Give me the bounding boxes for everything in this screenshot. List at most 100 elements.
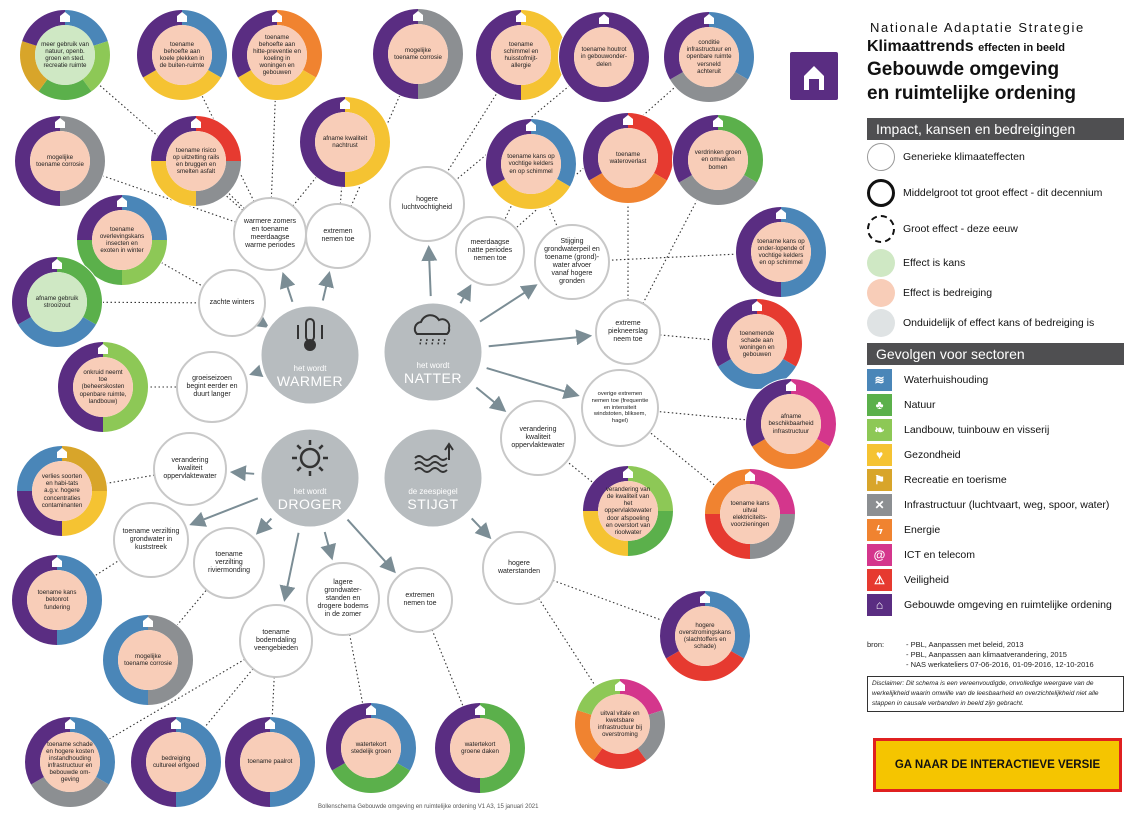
effect-circle[interactable] xyxy=(130,716,222,808)
effect-circle[interactable] xyxy=(582,465,674,557)
effect-circle[interactable] xyxy=(663,11,755,103)
effect-circle[interactable] xyxy=(574,678,666,770)
effect-circle[interactable] xyxy=(582,112,674,204)
climate-trend-circle[interactable] xyxy=(381,426,485,530)
generic-effect-circle[interactable] xyxy=(193,527,265,599)
effect-circle[interactable] xyxy=(735,206,827,298)
generic-effect-circle[interactable] xyxy=(113,502,189,578)
sector-legend-item: ≋Waterhuishouding xyxy=(867,368,988,392)
generic-effect-circle[interactable] xyxy=(153,432,227,506)
effect-circle[interactable] xyxy=(659,590,751,682)
effect-circle[interactable] xyxy=(434,702,526,794)
effect-circle[interactable] xyxy=(485,118,577,210)
generic-effect-circle[interactable] xyxy=(500,400,576,476)
sector-ring-segment xyxy=(196,161,241,206)
sector-ring-segment xyxy=(176,717,221,807)
effect-label: toename houtrot in gebouwonder-delen xyxy=(580,46,628,68)
effect-circle[interactable] xyxy=(372,8,464,100)
generic-effect-label: verandering kwaliteit oppervlaktewater xyxy=(163,456,217,481)
sector-ring-segment xyxy=(77,240,122,285)
effect-circle[interactable] xyxy=(325,702,417,794)
house-icon xyxy=(55,118,65,128)
effect-circle[interactable] xyxy=(475,9,567,101)
effect-circle[interactable] xyxy=(102,614,194,706)
effect-circle[interactable] xyxy=(704,468,796,560)
generic-effect-circle[interactable] xyxy=(389,166,465,242)
effect-circle[interactable] xyxy=(136,9,228,101)
effect-core xyxy=(598,128,658,188)
trend-arrow xyxy=(251,312,270,328)
effect-circle[interactable] xyxy=(11,256,103,348)
effect-circle[interactable] xyxy=(711,298,803,390)
effect-circle[interactable] xyxy=(57,341,149,433)
generic-effect-label: zachte winters xyxy=(209,298,255,306)
trend-arrow xyxy=(255,517,273,535)
climate-trend-circle[interactable] xyxy=(258,426,362,530)
sector-label: Energie xyxy=(904,524,941,536)
thick-circle-icon xyxy=(867,179,895,207)
trend-title: NATTER xyxy=(404,369,462,386)
effect-circle[interactable] xyxy=(224,716,316,808)
legend-large-label: Groot effect - deze eeuw xyxy=(903,223,1018,235)
effect-label: afname kwaliteit nachtrust xyxy=(322,134,368,149)
climate-trend-circle[interactable] xyxy=(258,303,362,407)
effect-circle[interactable] xyxy=(11,554,103,646)
generic-effect-circle[interactable] xyxy=(534,224,610,300)
generic-effect-circle[interactable] xyxy=(455,216,525,286)
effect-circle[interactable] xyxy=(231,9,323,101)
effect-circle[interactable] xyxy=(14,115,106,207)
sector-legend-item: ♣Natuur xyxy=(867,393,936,417)
legend-bedreiging: Effect is bedreiging xyxy=(867,278,992,308)
generic-effect-label: extremen nemen toe xyxy=(403,591,437,607)
effect-circle[interactable] xyxy=(19,9,111,101)
effect-circle[interactable] xyxy=(558,11,650,103)
legend-generic-label: Generieke klimaateffecten xyxy=(903,151,1025,163)
klimaattrends-title: Klimaattrends effecten in beeld xyxy=(867,38,1065,56)
sector-ring-segment xyxy=(15,116,60,206)
sector-ring-segment xyxy=(62,491,107,536)
generic-effect-circle[interactable] xyxy=(482,531,556,605)
generic-effect-circle[interactable] xyxy=(239,604,313,678)
house-icon xyxy=(623,115,633,125)
generic-effect-circle[interactable] xyxy=(595,299,661,365)
sector-ring-segment xyxy=(589,173,667,203)
effect-core xyxy=(247,25,307,85)
generic-effect-label: meerdaagse natte periodes nemen toe xyxy=(467,238,513,262)
climate-trend-circle[interactable] xyxy=(381,300,485,404)
generic-effect-circle[interactable] xyxy=(176,351,248,423)
sector-ring-segment xyxy=(435,703,480,793)
sector-ring-segment xyxy=(57,257,102,325)
effect-circle[interactable] xyxy=(299,96,391,188)
source-label: bron: xyxy=(867,640,885,649)
interactive-version-button[interactable]: GA NAAR DE INTERACTIEVE VERSIE xyxy=(873,738,1122,792)
effect-link xyxy=(571,251,782,263)
effect-link xyxy=(627,331,758,345)
effect-core xyxy=(341,718,401,778)
effect-circle[interactable] xyxy=(76,194,168,286)
generic-effect-circle[interactable] xyxy=(387,567,453,633)
trend-arrow xyxy=(229,465,255,482)
sector-label: Infrastructuur (luchtvaart, weg, spoor, … xyxy=(904,499,1110,511)
effect-circle[interactable] xyxy=(150,115,242,207)
generic-effect-circle[interactable] xyxy=(305,203,371,269)
sector-ring-segment xyxy=(103,342,148,432)
effect-label: mogelijke toename corrosie xyxy=(124,652,172,667)
house-icon xyxy=(143,617,153,627)
effect-circle[interactable] xyxy=(24,716,116,808)
effect-circle[interactable] xyxy=(672,114,764,206)
sector-ring-segment xyxy=(620,679,663,715)
generic-effect-circle[interactable] xyxy=(198,269,266,337)
generic-effect-circle[interactable] xyxy=(306,562,380,636)
sector-ring-segment xyxy=(196,116,241,161)
trend-title: STIJGT xyxy=(407,495,459,512)
warning-icon: ⚠ xyxy=(867,569,892,591)
house-icon xyxy=(272,12,282,22)
sector-label: Natuur xyxy=(904,399,936,411)
house-icon xyxy=(475,705,485,715)
climate-effects-diagram: meer gebruik van natuur, openb. groen en… xyxy=(11,8,837,808)
effect-circle[interactable] xyxy=(16,445,108,537)
sector-ring-segment xyxy=(480,703,525,793)
generic-effect-circle[interactable] xyxy=(581,369,659,447)
sector-ring-segment xyxy=(65,10,108,46)
effect-circle[interactable] xyxy=(745,378,837,470)
